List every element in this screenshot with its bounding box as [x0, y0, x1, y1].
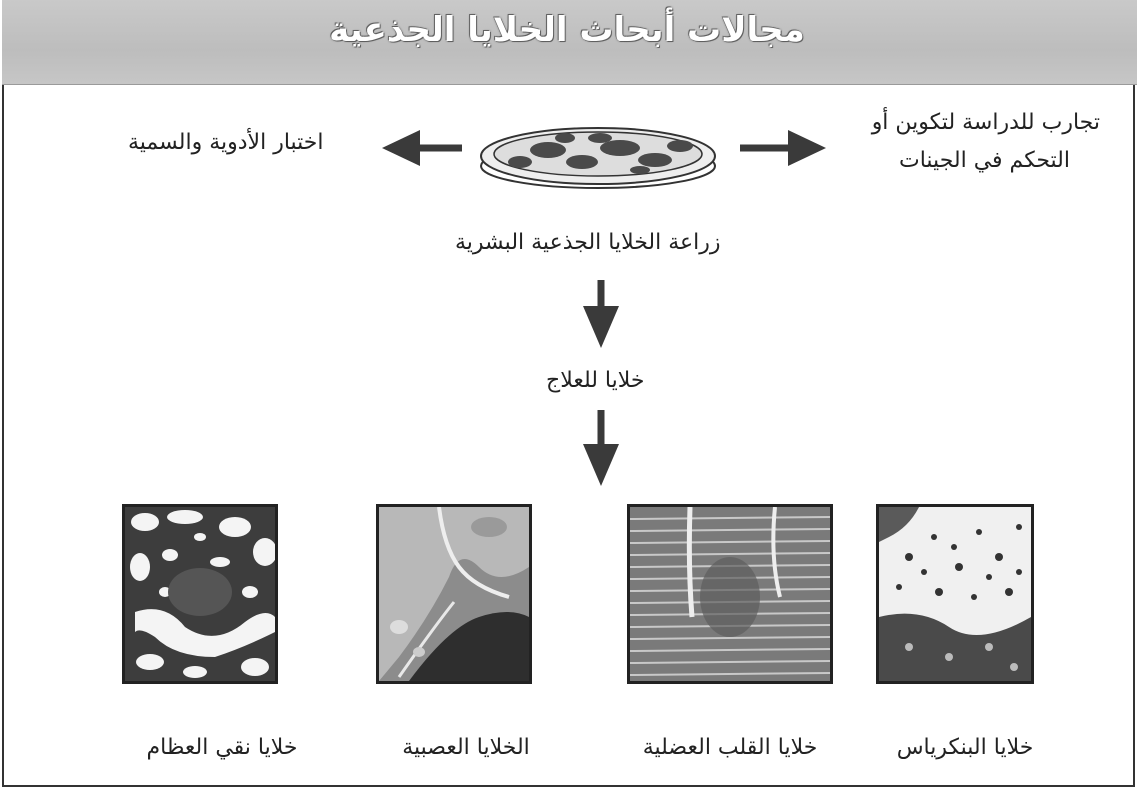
- nerve-cells-image: [376, 504, 532, 684]
- gene-experiments-label: تجارب للدراسة لتكوين أو التحكم في الجينا…: [830, 104, 1100, 180]
- gene-experiments-line-2: التحكم في الجينات: [899, 148, 1070, 173]
- bone-marrow-caption: خلايا نقي العظام: [146, 735, 298, 760]
- heart-muscle-cells-image: [627, 504, 833, 684]
- arrow-down-icon: [583, 410, 619, 486]
- drug-testing-label: اختبار الأدوية والسمية: [128, 130, 324, 155]
- title-banner: مجالات أبحاث الخلايا الجذعية: [2, 0, 1137, 85]
- arrow-right-icon: [740, 130, 826, 166]
- pancreas-caption: خلايا البنكرياس: [896, 735, 1034, 760]
- heart-muscle-caption: خلايا القلب العضلية: [642, 735, 818, 760]
- bone-marrow-cells-image: [122, 504, 278, 684]
- arrow-down-icon: [583, 280, 619, 348]
- gene-experiments-line-1: تجارب للدراسة لتكوين أو: [871, 110, 1100, 135]
- culture-label: زراعة الخلايا الجذعية البشرية: [455, 230, 721, 255]
- pancreas-cells-image: [876, 504, 1034, 684]
- nerve-cells-caption: الخلايا العصبية: [402, 735, 530, 760]
- arrow-left-icon: [382, 130, 462, 166]
- page-title: مجالات أبحاث الخلايا الجذعية: [329, 10, 805, 50]
- therapy-label: خلايا للعلاج: [546, 368, 645, 393]
- petri-dish-icon: [480, 127, 716, 189]
